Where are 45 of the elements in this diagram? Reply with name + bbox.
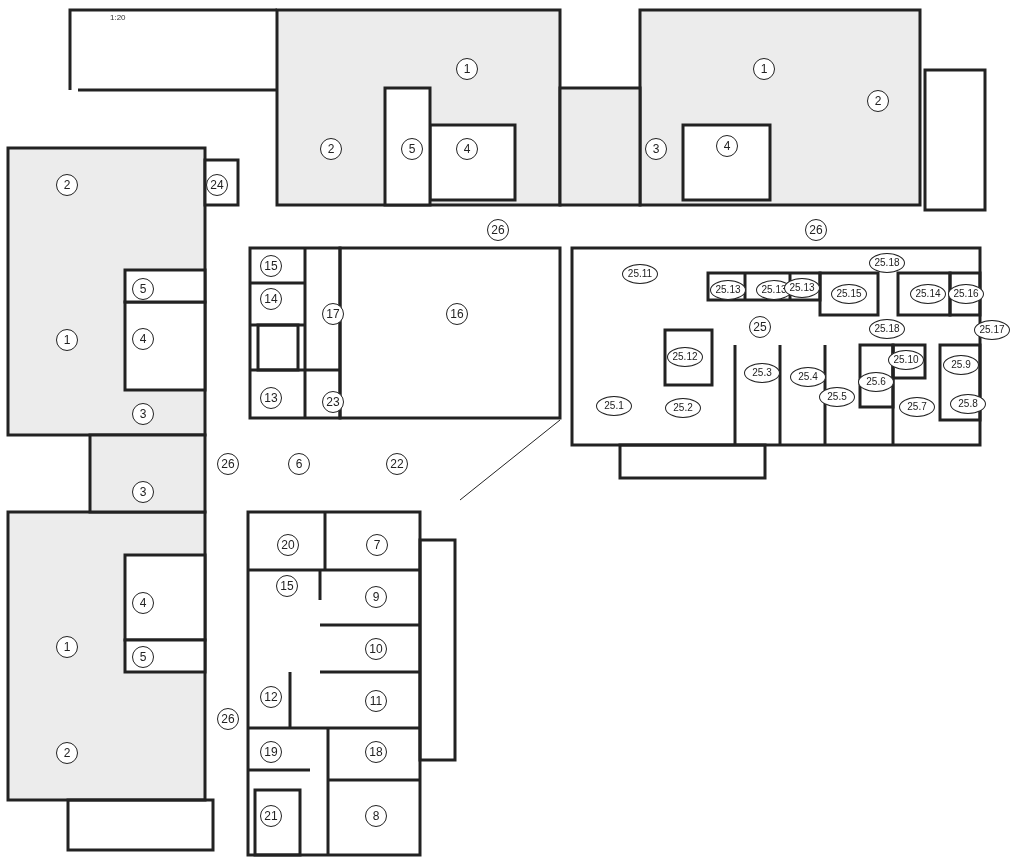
room-number: 26 <box>487 219 509 241</box>
room-number: 17 <box>322 303 344 325</box>
room-number: 20 <box>277 534 299 556</box>
room-number: 11 <box>365 690 387 712</box>
room-number: 9 <box>365 586 387 608</box>
room-number: 25.16 <box>948 284 984 304</box>
room-number: 15 <box>260 255 282 277</box>
scale-label: 1:20 <box>110 13 126 22</box>
room-number: 25.1 <box>596 396 632 416</box>
room-number: 23 <box>322 391 344 413</box>
room-number: 25.14 <box>910 284 946 304</box>
room-number: 12 <box>260 686 282 708</box>
room-number: 10 <box>365 638 387 660</box>
room-number: 25.2 <box>665 398 701 418</box>
room-number: 13 <box>260 387 282 409</box>
room-number: 14 <box>260 288 282 310</box>
room-number: 26 <box>217 453 239 475</box>
room-number: 26 <box>217 708 239 730</box>
room-number: 16 <box>446 303 468 325</box>
room-number: 25.6 <box>858 372 894 392</box>
room-number: 25.9 <box>943 355 979 375</box>
room-number: 18 <box>365 741 387 763</box>
room-number: 19 <box>260 741 282 763</box>
room-number: 25.12 <box>667 347 703 367</box>
room-number: 25.13 <box>710 280 746 300</box>
room-number: 25.18 <box>869 253 905 273</box>
room-number: 25.8 <box>950 394 986 414</box>
room-number: 25.10 <box>888 350 924 370</box>
room-number: 25.17 <box>974 320 1010 340</box>
room-number: 25.3 <box>744 363 780 383</box>
room-number: 25.15 <box>831 284 867 304</box>
room-number: 25.11 <box>622 264 658 284</box>
room-number: 25.13 <box>784 278 820 298</box>
room-number: 22 <box>386 453 408 475</box>
room-number: 25.7 <box>899 397 935 417</box>
room-number: 15 <box>276 575 298 597</box>
room-number: 25.18 <box>869 319 905 339</box>
room-number: 21 <box>260 805 282 827</box>
room-number: 25.5 <box>819 387 855 407</box>
room-number: 7 <box>366 534 388 556</box>
room-number: 25.4 <box>790 367 826 387</box>
room-number: 25 <box>749 316 771 338</box>
room-number: 8 <box>365 805 387 827</box>
room-number: 26 <box>805 219 827 241</box>
room-number: 6 <box>288 453 310 475</box>
